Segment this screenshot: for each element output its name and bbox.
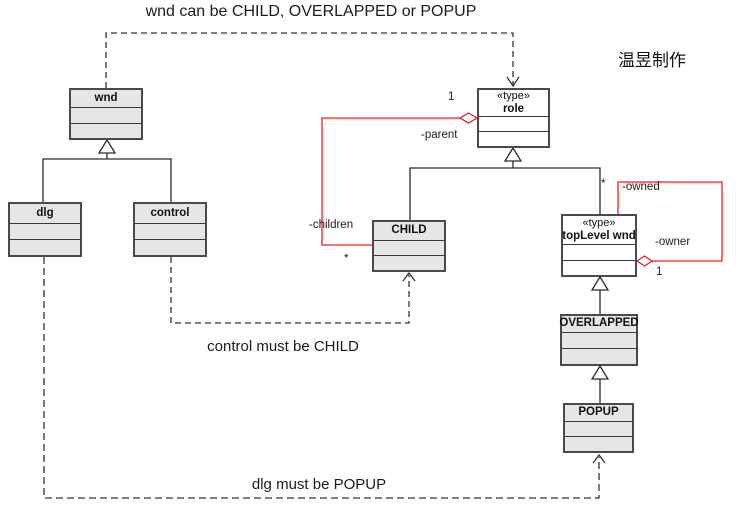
class-dlg: dlg <box>8 202 82 257</box>
role-label-owner: -owner <box>655 236 691 248</box>
class-child: CHILD <box>372 220 446 272</box>
class-popup-operations <box>565 436 632 451</box>
class-popup-name: POPUP <box>578 406 619 419</box>
dependency-wnd-role <box>105 32 520 88</box>
class-overlapped: OVERLAPPED <box>559 314 639 366</box>
multiplicity-owner: 1 <box>656 266 663 278</box>
note-dlg-constraint: dlg must be POPUP <box>251 476 387 493</box>
association-parent-children <box>321 112 479 246</box>
association-owner-owned <box>617 181 723 267</box>
class-dlg-name: dlg <box>36 206 54 219</box>
class-toplevel-wnd: «type» topLevel wnd <box>561 214 637 277</box>
generalization-role-tree <box>409 146 601 220</box>
class-toplevel-wnd-operations <box>563 259 635 276</box>
class-popup: POPUP <box>563 403 634 453</box>
class-control-name: control <box>150 206 190 219</box>
class-child-name: CHILD <box>391 224 427 237</box>
class-dlg-attributes <box>10 223 80 239</box>
class-wnd-operations <box>71 122 141 139</box>
generalization-wnd-tree <box>42 138 172 202</box>
author-credit: 温昱制作 <box>618 51 686 70</box>
class-control: control <box>133 202 207 257</box>
class-toplevel-wnd-stereotype: «type» <box>582 217 616 230</box>
note-wnd-kinds: wnd can be CHILD, OVERLAPPED or POPUP <box>145 3 477 20</box>
generalization-overlapped <box>590 275 610 314</box>
class-wnd: wnd <box>69 88 143 140</box>
class-popup-attributes <box>565 421 632 436</box>
class-toplevel-wnd-name: topLevel wnd <box>562 229 636 242</box>
class-role-title: «type» role <box>479 90 548 116</box>
class-wnd-attributes <box>71 107 141 123</box>
class-overlapped-operations <box>562 348 636 364</box>
class-wnd-name: wnd <box>94 91 118 104</box>
class-toplevel-wnd-title: «type» topLevel wnd <box>562 216 636 244</box>
note-control-constraint: control must be CHILD <box>207 338 359 355</box>
class-role-stereotype: «type» <box>496 90 531 103</box>
generalization-popup <box>590 364 610 403</box>
class-role-operations <box>479 131 548 146</box>
class-overlapped-attributes <box>562 332 636 348</box>
multiplicity-parent: 1 <box>448 91 455 103</box>
class-role-attributes <box>479 116 548 131</box>
role-label-children: -children <box>309 219 354 231</box>
multiplicity-children: * <box>344 253 349 265</box>
class-child-attributes <box>374 240 444 255</box>
dependency-dlg-popup <box>43 257 606 499</box>
class-toplevel-wnd-attributes <box>563 244 635 260</box>
class-control-attributes <box>135 223 205 239</box>
role-label-owned: -owned <box>622 181 660 193</box>
dependency-control-child <box>170 257 416 324</box>
class-role: «type» role <box>477 88 550 148</box>
class-control-operations <box>135 239 205 255</box>
multiplicity-owned: * <box>601 178 606 190</box>
class-role-name: role <box>502 102 525 115</box>
class-dlg-operations <box>10 239 80 255</box>
class-overlapped-name: OVERLAPPED <box>559 317 639 330</box>
class-child-operations <box>374 255 444 270</box>
role-label-parent: -parent <box>421 129 458 141</box>
